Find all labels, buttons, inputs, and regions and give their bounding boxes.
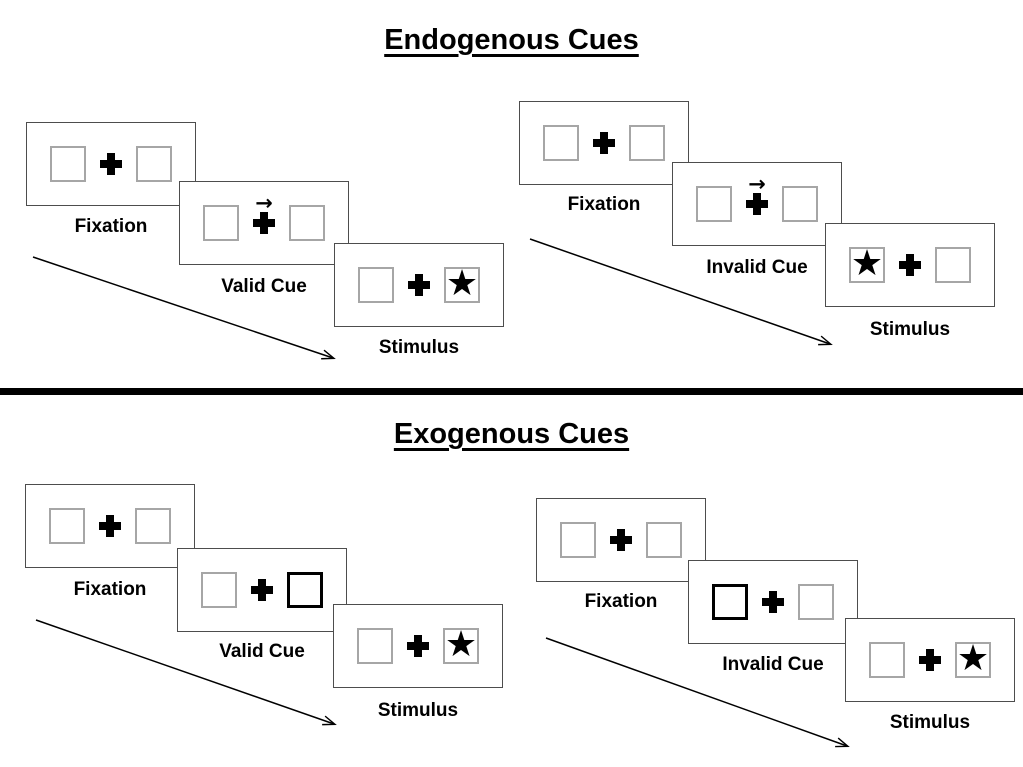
timeline-arrow [32,256,336,360]
fixation-cross-wrap [406,634,430,658]
panel-fixation [26,122,196,206]
right-box-with-star: ★ [444,263,480,304]
panel-stimulus: ★ [333,604,503,688]
right-box-highlighted [287,572,323,608]
right-box [135,508,171,544]
right-box [782,186,818,222]
fixation-cross-icon [899,254,921,276]
fixation-cross-wrap [407,273,431,297]
right-box [629,125,665,161]
panel-invalid-cue [688,560,858,644]
fixation-cross-icon [746,193,768,215]
panel-fixation [536,498,706,582]
star-icon: ★ [956,638,990,679]
fixation-cross-wrap [761,590,785,614]
panel-label: Stimulus [889,712,971,733]
panel-valid-cue [177,548,347,632]
left-box [201,572,237,608]
panel-label: Stimulus [377,700,459,721]
timeline-arrow [529,238,833,346]
section-title-endogenous: Endogenous Cues [384,24,639,56]
left-box [358,267,394,303]
panel-label: Fixation [567,194,641,215]
star-icon: ★ [445,263,479,304]
panel-label: Valid Cue [221,276,307,297]
panel-invalid-cue: → [672,162,842,246]
fixation-cross-icon [919,649,941,671]
panel-fixation [25,484,195,568]
right-box [798,584,834,620]
panel-valid-cue: → [179,181,349,265]
right-box [646,522,682,558]
left-box [357,628,393,664]
fixation-cross-icon [407,635,429,657]
panel-label: Valid Cue [219,641,305,662]
fixation-cross-icon [762,591,784,613]
fixation-cross-icon [251,579,273,601]
right-box [289,205,325,241]
section-title-exogenous: Exogenous Cues [393,418,630,450]
fixation-cross-wrap [918,648,942,672]
right-box [935,247,971,283]
fixation-cross-wrap: → [745,174,769,216]
panel-label: Fixation [73,579,147,600]
fixation-cross-wrap [592,131,616,155]
right-box-with-star: ★ [443,624,479,665]
fixation-cross-icon [610,529,632,551]
left-box [543,125,579,161]
left-box [696,186,732,222]
fixation-cross-wrap [898,253,922,277]
timeline-arrow [35,619,337,726]
fixation-cross-icon [253,212,275,234]
panel-label: Fixation [74,216,148,237]
panel-fixation [519,101,689,185]
left-box [560,522,596,558]
star-icon: ★ [444,624,478,665]
panel-label: Invalid Cue [722,654,824,675]
right-box-with-star: ★ [955,638,991,679]
left-box-highlighted [712,584,748,620]
panel-stimulus: ★ [825,223,995,307]
fixation-cross-wrap [250,578,274,602]
cue-direction-arrow-icon: → [255,191,273,215]
fixation-cross-icon [100,153,122,175]
panel-label: Invalid Cue [706,257,808,278]
cue-direction-arrow-icon: → [748,172,766,196]
section-divider [0,388,1023,395]
left-box-with-star: ★ [849,243,885,284]
panel-stimulus: ★ [845,618,1015,702]
panel-stimulus: ★ [334,243,504,327]
panel-label: Stimulus [378,337,460,358]
left-box [49,508,85,544]
star-icon: ★ [850,243,884,284]
fixation-cross-icon [408,274,430,296]
fixation-cross-wrap: → [252,193,276,235]
fixation-cross-wrap [98,514,122,538]
panel-label: Fixation [584,591,658,612]
right-box [136,146,172,182]
left-box [869,642,905,678]
fixation-cross-icon [593,132,615,154]
panel-label: Stimulus [869,319,951,340]
left-box [203,205,239,241]
fixation-cross-wrap [609,528,633,552]
left-box [50,146,86,182]
fixation-cross-icon [99,515,121,537]
fixation-cross-wrap [99,152,123,176]
